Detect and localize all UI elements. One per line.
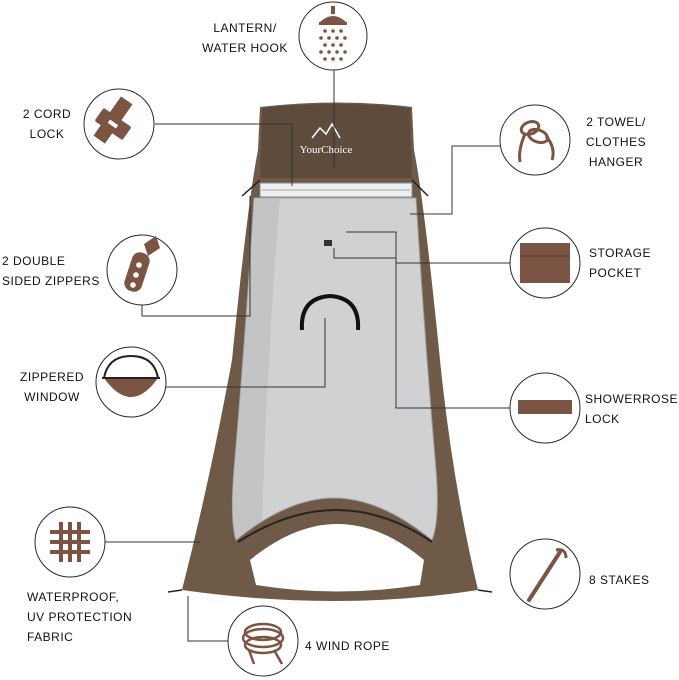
label-window: ZIPPERED WINDOW — [19, 370, 84, 404]
leader-lines — [104, 70, 510, 642]
coiled-hanger-icon — [518, 120, 555, 163]
label-zippers: 2 DOUBLE SIDED ZIPPERS — [2, 254, 100, 288]
brand-logo-text: YourChoice — [300, 144, 353, 156]
leader-pocket — [346, 231, 510, 264]
label-lantern: LANTERN/ WATER HOOK — [202, 21, 288, 55]
label-fabric: WATERPROOF, UV PROTECTION FABRIC — [27, 590, 133, 644]
tent-door-zipper — [237, 509, 433, 543]
leader-cord-lock — [155, 123, 293, 186]
tent-illustration: YourChoice — [167, 102, 493, 601]
label-stakes: 8 STAKES — [589, 573, 650, 587]
cord-lock-icon — [93, 96, 133, 144]
circle-lantern — [298, 1, 368, 71]
leader-towel — [410, 145, 500, 215]
label-pocket: STORAGE POCKET — [589, 246, 651, 280]
leader-shower-lock — [333, 248, 510, 409]
rope-coil-icon — [241, 622, 285, 665]
tent-inner-shadow — [232, 198, 280, 540]
leader-rope — [187, 596, 232, 642]
grid-fabric-icon — [50, 522, 90, 562]
label-towel: 2 TOWEL/ CLOTHES HANGER — [585, 115, 647, 169]
zipper-pull-icon — [124, 236, 160, 292]
tent-handle-arc — [299, 293, 361, 331]
label-rope: 4 WIND ROPE — [305, 639, 390, 653]
label-shower-lock: SHOWERROSE LOCK — [585, 392, 679, 426]
label-cord-lock: 2 CORD LOCK — [22, 107, 72, 141]
tent-door-opening — [250, 524, 424, 592]
tent-inner-mesh — [231, 197, 438, 541]
window-icon — [102, 354, 160, 397]
stake-icon — [527, 548, 568, 602]
leader-window — [164, 318, 326, 388]
tent-top-hood — [260, 104, 412, 178]
brand-mountain-icon — [311, 122, 341, 139]
storage-pocket-icon — [520, 243, 570, 283]
shower-head-icon — [319, 6, 347, 61]
showerrose-strap-icon — [518, 400, 572, 414]
